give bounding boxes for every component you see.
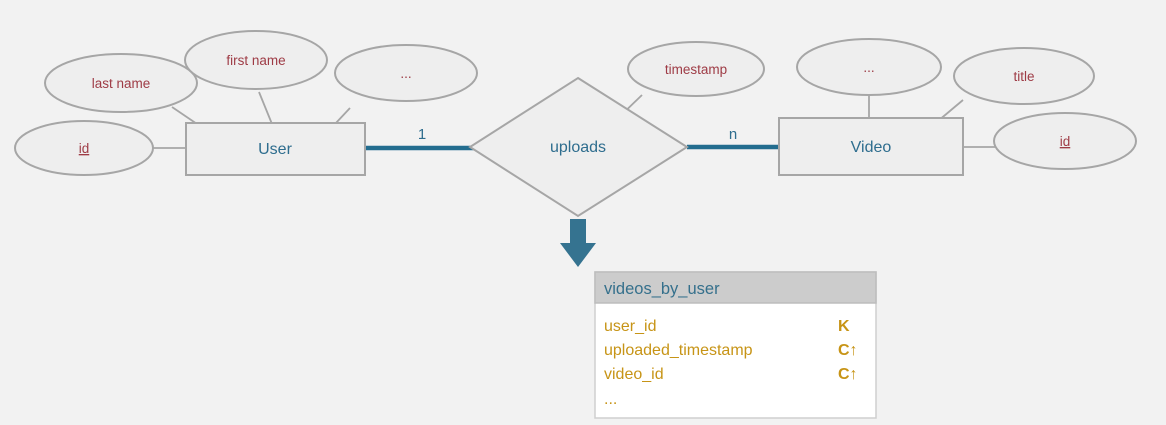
table-title: videos_by_user <box>604 280 720 298</box>
table-column-marker: C↑ <box>838 342 858 359</box>
relationship-node-uploads[interactable]: uploads <box>468 76 689 218</box>
relationship-diamond <box>468 76 689 218</box>
flow-arrow-down <box>560 219 596 267</box>
attribute-label: id <box>1060 134 1071 149</box>
attribute-node-video-ellipsis[interactable]: ... <box>796 38 942 96</box>
table-column-marker: C↑ <box>838 366 858 383</box>
attribute-ellipse <box>14 120 154 176</box>
attribute-node-video-timestamp[interactable]: timestamp <box>627 41 765 97</box>
attribute-label: ... <box>400 66 411 81</box>
table-column-name: user_id <box>604 318 656 335</box>
attribute-label: first name <box>226 53 285 68</box>
attribute-ellipse <box>44 53 198 113</box>
relationship-label: uploads <box>550 139 606 156</box>
entity-rect <box>778 117 964 176</box>
attribute-ellipse <box>953 47 1095 105</box>
attribute-label: last name <box>92 76 151 91</box>
table-column-name: uploaded_timestamp <box>604 342 753 359</box>
attribute-node-user-ellipsis[interactable]: ... <box>334 44 478 102</box>
attribute-ellipse <box>796 38 942 96</box>
attribute-label: ... <box>863 60 874 75</box>
attribute-node-video-title[interactable]: title <box>953 47 1095 105</box>
attribute-node-user-id[interactable]: id <box>14 120 154 176</box>
entity-label: Video <box>851 139 892 156</box>
attribute-node-user-last-name[interactable]: last name <box>44 53 198 113</box>
table-node-videos-by-user[interactable]: videos_by_user user_id K uploaded_timest… <box>594 271 877 419</box>
cardinality-label-right: n <box>729 126 737 143</box>
table-column-name: ... <box>604 391 617 408</box>
entity-label: User <box>258 141 292 158</box>
connector-user-firstname <box>258 91 273 125</box>
table-header-rect <box>594 271 877 304</box>
attribute-ellipse <box>334 44 478 102</box>
table-column-name: video_id <box>604 366 664 383</box>
cardinality-label-left: 1 <box>418 126 426 143</box>
attribute-label: title <box>1013 69 1034 84</box>
entity-node-video[interactable]: Video <box>778 117 964 176</box>
attribute-label: id <box>79 141 90 156</box>
attribute-ellipse <box>184 30 328 90</box>
attribute-node-video-id[interactable]: id <box>993 112 1137 170</box>
attribute-label: timestamp <box>665 62 727 77</box>
attribute-ellipse <box>627 41 765 97</box>
entity-node-user[interactable]: User <box>185 122 366 176</box>
connector-user-ellipsis <box>334 107 351 125</box>
entity-rect <box>185 122 366 176</box>
arrow-icon <box>560 219 596 267</box>
attribute-node-user-first-name[interactable]: first name <box>184 30 328 90</box>
attribute-ellipse <box>993 112 1137 170</box>
table-column-marker: K <box>838 318 850 335</box>
